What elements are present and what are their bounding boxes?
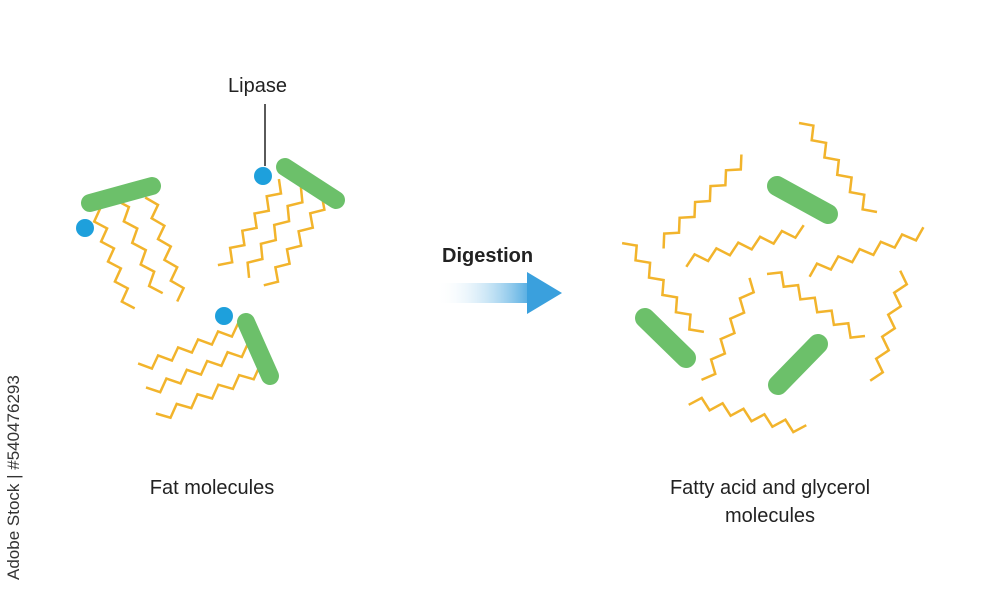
glycerol-backbone [276, 158, 345, 209]
fatty-acid-chain [766, 271, 866, 339]
fatty-acid-chain [685, 224, 805, 268]
fatty-acid-chain [144, 196, 186, 303]
fat-molecules-group [76, 104, 345, 420]
fatty-acid-chain [137, 322, 240, 371]
fatty-acid-chain [145, 342, 250, 394]
glycerol-molecule [768, 334, 828, 395]
glycerol-backbone [237, 313, 279, 385]
fatty-acid-chain [688, 396, 807, 434]
stock-watermark-text: Adobe Stock | #540476293 [4, 375, 23, 580]
digestion-arrow [436, 272, 562, 314]
fatty-acid-chain [662, 154, 743, 249]
products-caption-line2: molecules [725, 505, 815, 527]
fatty-acid-chain [263, 195, 326, 287]
fatty-acid-chain [217, 178, 283, 267]
fatty-acid-chain [246, 186, 304, 279]
fatty-acid-chain [155, 364, 262, 420]
lipase-label: Lipase [228, 75, 287, 97]
fatty-acid-chain [86, 200, 136, 310]
lipase-enzyme [254, 167, 272, 185]
fat-molecules-caption: Fat molecules [150, 477, 275, 499]
glycerol-molecule [635, 308, 696, 368]
fatty-acid-chain [808, 226, 925, 278]
fat-molecule-1 [76, 177, 186, 310]
products-group [621, 121, 925, 434]
fat-molecule-2 [217, 104, 345, 287]
lipase-enzyme [76, 219, 94, 237]
fatty-acid-chain [114, 198, 164, 295]
fatty-acid-chain [798, 121, 878, 214]
lipase-enzyme [215, 307, 233, 325]
fatty-acid-chain [701, 277, 756, 382]
glycerol-backbone [81, 177, 161, 212]
products-caption-line1: Fatty acid and glycerol [670, 477, 870, 499]
fatty-acid-chain [869, 270, 909, 382]
fat-molecule-3 [137, 307, 279, 420]
fatty-acid-chain [621, 241, 705, 334]
glycerol-molecule [767, 176, 838, 224]
digestion-label: Digestion [442, 245, 533, 267]
